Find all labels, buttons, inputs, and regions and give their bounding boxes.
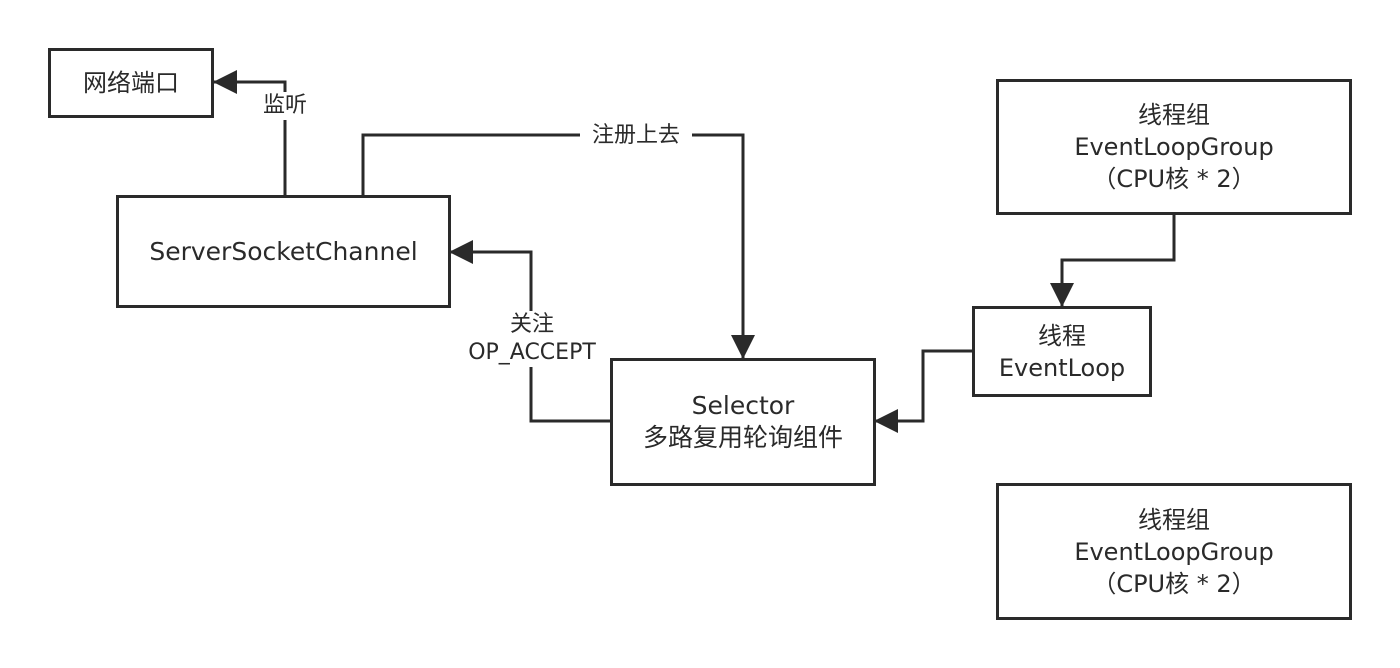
listen-edge-line [213,70,287,195]
eventloop-to-selector-edge-line [874,349,974,433]
event-loop-node: 线程 EventLoop [972,306,1152,397]
event-loop-group-top-line-3: （CPU核 * 2） [1092,165,1256,193]
listen-edge-label-text: 监听 [262,93,307,118]
event-loop-group-bottom-node: 线程组 EventLoopGroup （CPU核 * 2） [996,483,1352,620]
event-loop-line-1: 线程 [1038,321,1086,350]
selector-subtitle: 多路复用轮询组件 [642,423,843,452]
network-port-node: 网络端口 [48,48,214,118]
event-loop-line-2: EventLoop [998,353,1126,382]
server-socket-channel-label: ServerSocketChannel [149,236,418,266]
accept-edge-label-line-2: OP_ACCEPT [468,340,596,365]
accept-edge-label-line-1: 关注 [509,312,554,337]
event-loop-group-bottom-line-2: EventLoopGroup [1074,537,1274,566]
event-loop-group-bottom-line-3: （CPU核 * 2） [1092,569,1256,598]
register-edge-label: 注册上去 [580,122,692,150]
event-loop-group-top-line-1: 线程组 [1138,101,1210,129]
listen-edge-label: 监听 [254,92,316,120]
network-port-label: 网络端口 [83,69,179,97]
selector-title: Selector [691,391,795,420]
selector-node: Selector 多路复用轮询组件 [610,358,876,486]
event-loop-group-bottom-line-1: 线程组 [1138,505,1210,534]
event-loop-group-top-node: 线程组 EventLoopGroup （CPU核 * 2） [996,79,1352,215]
register-edge-label-text: 注册上去 [591,123,680,148]
group-to-eventloop-edge-line [1050,214,1176,307]
accept-edge-label: 关注 OP_ACCEPT [456,311,608,367]
event-loop-group-top-line-2: EventLoopGroup [1074,133,1274,161]
register-edge-line [361,133,755,359]
server-socket-channel-node: ServerSocketChannel [116,195,451,308]
